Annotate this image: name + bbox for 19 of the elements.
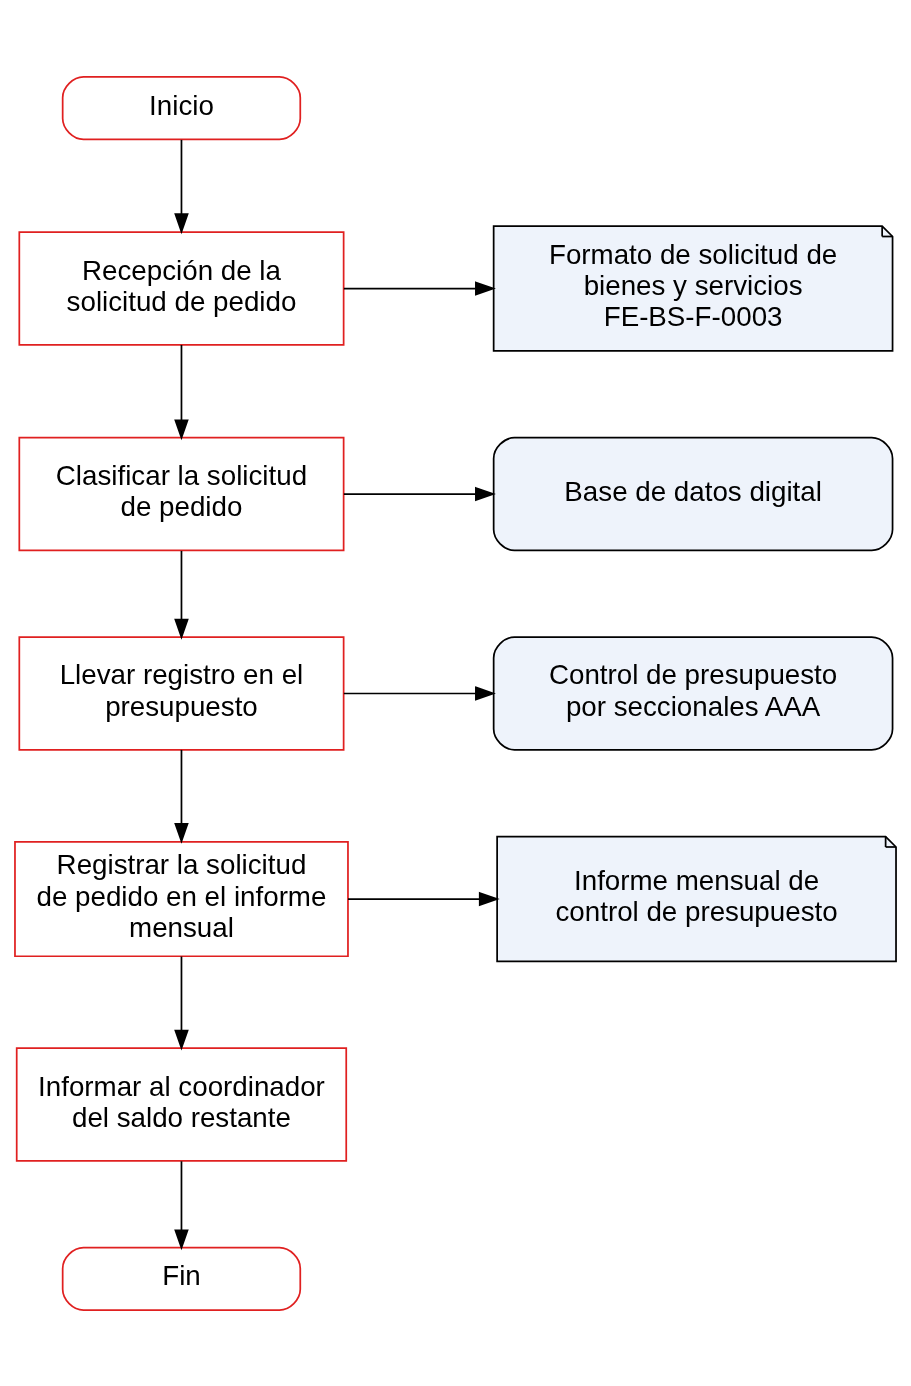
arrow [343,685,496,701]
arrow [343,486,496,501]
node-box: Inicio [61,75,302,140]
arrow [174,748,189,844]
node-box: Base de datos digital [492,436,894,551]
arrow [174,549,189,640]
arrow [174,343,189,440]
arrow [174,138,189,234]
node-box: Llevar registro en el presupuesto [18,635,345,751]
node-box: Control de presupuesto por seccionales AAA [492,635,894,751]
arrow [174,1159,189,1250]
node-box: Informar al coordinador del saldo restante [15,1046,348,1162]
arrow [343,280,496,296]
node-box: Recepción de la solicitud de pedido [18,230,345,346]
node-box: Registrar la solicitud de pedido en el informe mensual [14,840,349,957]
node-box: Clasificar la solicitud de pedido [18,436,345,551]
arrow [347,891,500,906]
arrow [174,955,189,1051]
node-box: Fin [61,1246,302,1311]
